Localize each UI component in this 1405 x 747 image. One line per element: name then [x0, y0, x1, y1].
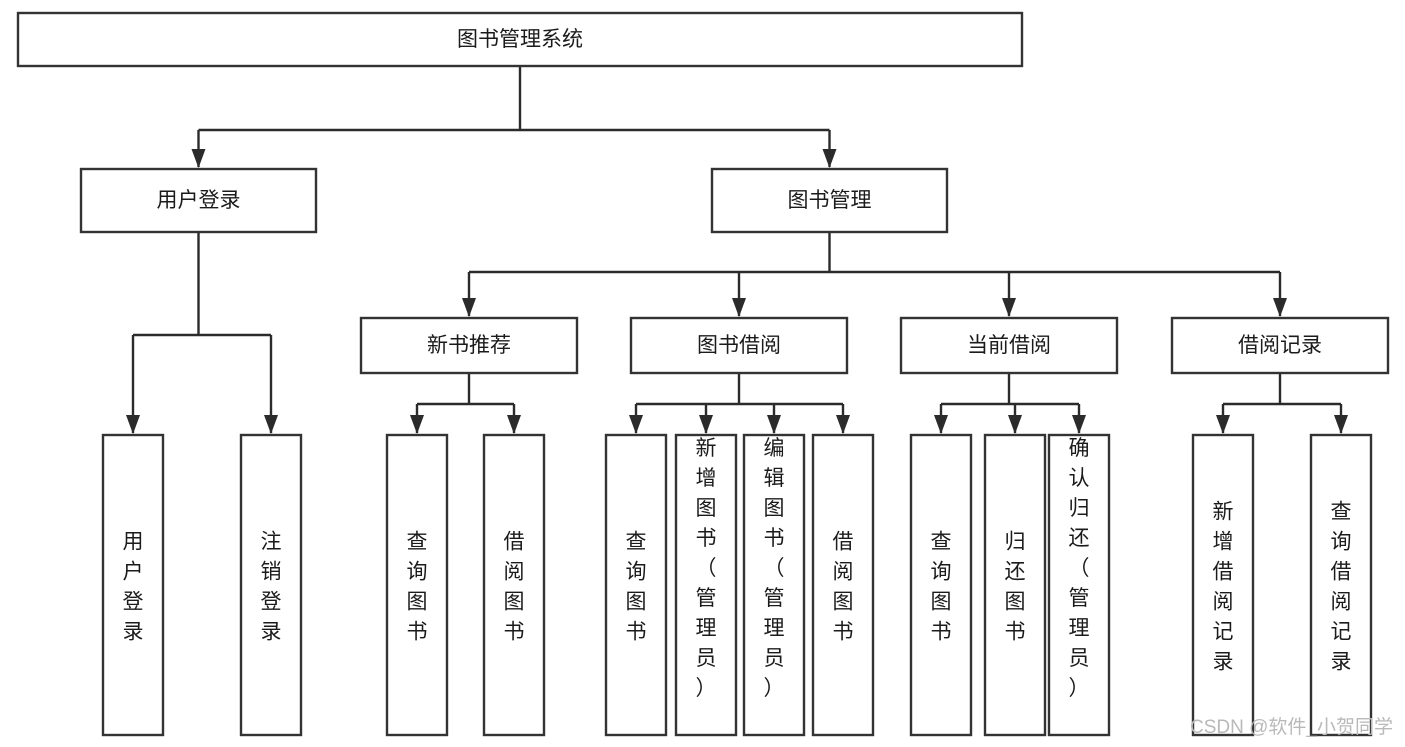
- edge-book-borrow-arrowhead-0: [629, 415, 643, 434]
- csdn-watermark: CSDN @软件_小贺同学: [1190, 716, 1393, 738]
- node-box-leaf-user-login: [101, 433, 165, 737]
- edge-book-borrow-arrowhead-2: [767, 415, 781, 434]
- node-label-root: 图书管理系统: [457, 28, 583, 51]
- edge-user-login-arrowhead-1: [264, 415, 278, 434]
- node-label-leaf-add-book: 新增图书（管理员）: [696, 437, 717, 700]
- edge-user-login-arrowhead-0: [126, 415, 140, 434]
- edge-book-borrow-arrowhead-1: [699, 415, 713, 434]
- node-box-user-login: [79, 167, 318, 234]
- node-box-root: [16, 11, 1024, 68]
- node-box-leaf-query-book-cur: [909, 433, 973, 737]
- node-label-leaf-add-record: 新增借阅记录: [1213, 500, 1234, 673]
- node-borrow-record[interactable]: 借阅记录: [1170, 316, 1390, 375]
- node-leaf-borrow-book[interactable]: 借阅图书: [811, 433, 875, 737]
- node-label-new-book-recommend: 新书推荐: [427, 334, 511, 357]
- node-leaf-query-book-borrow[interactable]: 查询图书: [604, 433, 668, 737]
- node-label-leaf-query-book-borrow: 查询图书: [626, 530, 647, 643]
- node-box-leaf-add-book: [674, 433, 738, 737]
- node-label-leaf-query-book-rec: 查询图书: [407, 530, 428, 643]
- node-box-leaf-borrow-book-rec: [482, 433, 546, 737]
- node-box-leaf-return-book: [983, 433, 1047, 737]
- node-box-book-borrow: [629, 316, 849, 375]
- node-label-book-manage: 图书管理: [788, 189, 872, 212]
- node-box-leaf-edit-book: [742, 433, 806, 737]
- node-leaf-edit-book[interactable]: 编辑图书（管理员）: [742, 433, 806, 737]
- node-label-current-borrow: 当前借阅: [967, 334, 1051, 357]
- node-label-leaf-query-record: 查询借阅记录: [1331, 500, 1352, 673]
- node-current-borrow[interactable]: 当前借阅: [899, 316, 1119, 375]
- node-label-borrow-record: 借阅记录: [1238, 334, 1322, 357]
- node-leaf-user-login[interactable]: 用户登录: [101, 433, 165, 737]
- node-label-leaf-return-book: 归还图书: [1005, 530, 1026, 643]
- edge-book-manage-arrowhead-3: [1273, 298, 1287, 317]
- node-label-leaf-borrow-book-rec: 借阅图书: [504, 530, 525, 643]
- node-box-current-borrow: [899, 316, 1119, 375]
- node-leaf-query-book-cur[interactable]: 查询图书: [909, 433, 973, 737]
- node-label-leaf-user-login: 用户登录: [123, 530, 144, 643]
- node-label-user-login: 用户登录: [157, 189, 241, 212]
- node-leaf-add-record[interactable]: 新增借阅记录: [1191, 433, 1255, 737]
- node-box-leaf-add-record: [1191, 433, 1255, 737]
- edge-current-borrow-arrowhead-1: [1008, 415, 1022, 434]
- node-label-leaf-confirm-return: 确认归还（管理员）: [1069, 437, 1090, 700]
- node-leaf-return-book[interactable]: 归还图书: [983, 433, 1047, 737]
- node-box-leaf-borrow-book: [811, 433, 875, 737]
- node-leaf-logout-login[interactable]: 注销登录: [239, 433, 303, 737]
- node-root[interactable]: 图书管理系统: [16, 11, 1024, 68]
- edge-book-borrow-arrowhead-3: [836, 415, 850, 434]
- edge-root-arrowhead-1: [822, 149, 837, 168]
- node-book-borrow[interactable]: 图书借阅: [629, 316, 849, 375]
- node-box-leaf-confirm-return: [1047, 433, 1111, 737]
- node-label-leaf-borrow-book: 借阅图书: [833, 530, 854, 643]
- node-label-leaf-logout-login: 注销登录: [261, 530, 282, 643]
- node-label-leaf-query-book-cur: 查询图书: [931, 530, 952, 643]
- node-box-leaf-query-book-borrow: [604, 433, 668, 737]
- edge-current-borrow-arrowhead-2: [1072, 415, 1086, 434]
- node-leaf-confirm-return[interactable]: 确认归还（管理员）: [1047, 433, 1111, 737]
- node-user-login[interactable]: 用户登录: [79, 167, 318, 234]
- edges-layer: [126, 66, 1348, 434]
- node-label-book-borrow: 图书借阅: [697, 334, 781, 357]
- edge-borrow-record-arrowhead-0: [1216, 415, 1230, 434]
- edge-new-book-recommend-arrowhead-0: [410, 415, 424, 434]
- edge-borrow-record-arrowhead-1: [1334, 415, 1348, 434]
- node-box-leaf-query-book-rec: [385, 433, 449, 737]
- edge-book-manage-arrowhead-2: [1002, 298, 1016, 317]
- edge-book-manage-arrowhead-0: [462, 298, 476, 317]
- nodes-layer: 图书管理系统用户登录图书管理新书推荐图书借阅当前借阅借阅记录用户登录注销登录查询…: [16, 11, 1390, 737]
- node-box-leaf-query-record: [1309, 433, 1373, 737]
- node-box-new-book-recommend: [359, 316, 579, 375]
- node-new-book-recommend[interactable]: 新书推荐: [359, 316, 579, 375]
- node-box-leaf-logout-login: [239, 433, 303, 737]
- node-box-borrow-record: [1170, 316, 1390, 375]
- node-leaf-query-book-rec[interactable]: 查询图书: [385, 433, 449, 737]
- node-leaf-add-book[interactable]: 新增图书（管理员）: [674, 433, 738, 737]
- edge-root-arrowhead-0: [191, 149, 206, 168]
- node-box-book-manage: [710, 167, 949, 234]
- node-label-leaf-edit-book: 编辑图书（管理员）: [764, 437, 785, 700]
- node-leaf-query-record[interactable]: 查询借阅记录: [1309, 433, 1373, 737]
- node-leaf-borrow-book-rec[interactable]: 借阅图书: [482, 433, 546, 737]
- node-book-manage[interactable]: 图书管理: [710, 167, 949, 234]
- edge-current-borrow-arrowhead-0: [934, 415, 948, 434]
- edge-new-book-recommend-arrowhead-1: [507, 415, 521, 434]
- edge-book-manage-arrowhead-1: [732, 298, 746, 317]
